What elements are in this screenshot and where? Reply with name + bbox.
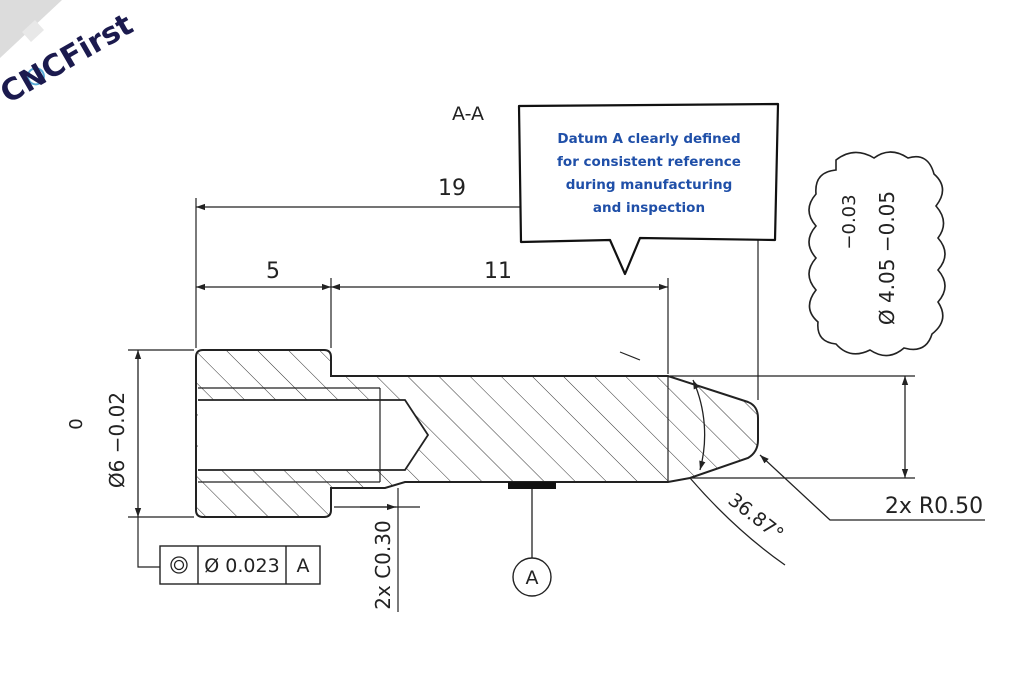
datum-symbol: A xyxy=(512,557,552,597)
dim-overall-text: 19 xyxy=(438,176,466,201)
callout-line: Datum A clearly defined xyxy=(557,131,741,147)
callout-line: during manufacturing xyxy=(565,177,733,193)
fcf-value: Ø 0.023 xyxy=(204,555,279,577)
callout-text: Datum A clearly defined for consistent r… xyxy=(524,112,774,236)
datum-feature-bar xyxy=(508,482,556,489)
fcf-datum: A xyxy=(297,555,310,577)
radius-text: 2x R0.50 xyxy=(885,494,983,519)
datum-text: A xyxy=(526,567,539,589)
callout-box xyxy=(517,102,780,276)
dia-left-tol: 0 xyxy=(66,418,87,429)
logo: CNCFirst xyxy=(0,0,139,111)
dia-right-tol: −0.03 xyxy=(839,194,860,249)
revision-cloud xyxy=(808,151,946,357)
callout-line: and inspection xyxy=(592,200,706,216)
feature-control-frame: Ø 0.023 A xyxy=(137,517,321,585)
angle-extension xyxy=(689,477,786,566)
callout-line: for consistent reference xyxy=(557,154,741,170)
logo-drop-icon xyxy=(26,67,45,86)
dim-shank-text: 11 xyxy=(484,259,512,284)
dim-head-text: 5 xyxy=(266,259,280,284)
chamfer-text: 2x C0.30 xyxy=(371,520,395,609)
dia-right-text: Ø 4.05 −0.05 xyxy=(875,191,899,325)
concentricity-icon xyxy=(170,556,188,574)
angle-text: 36.87° xyxy=(724,489,788,546)
radius-leader xyxy=(759,454,985,521)
dia-left-text: Ø6 −0.02 xyxy=(105,392,129,488)
section-label: A-A xyxy=(452,103,484,125)
part-section xyxy=(195,349,759,518)
angle-arc xyxy=(692,379,706,471)
